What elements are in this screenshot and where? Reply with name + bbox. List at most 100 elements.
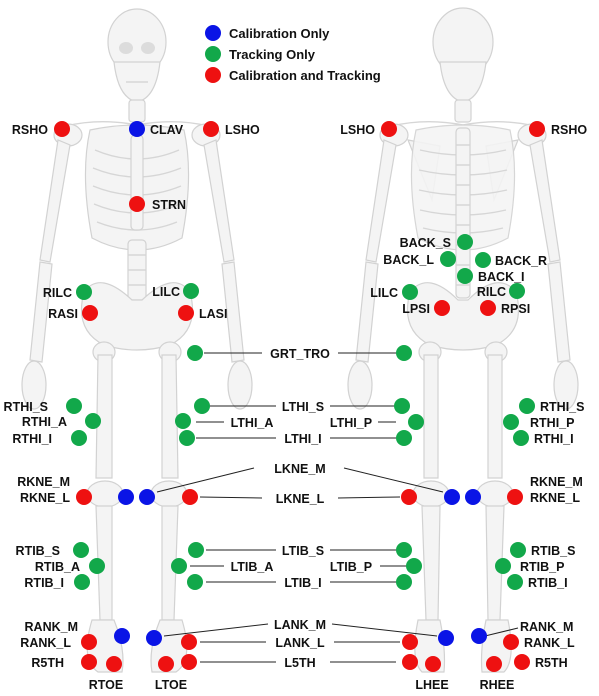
marker-label-back-rkne-l: RKNE_L (530, 491, 580, 505)
marker-dot-front-rkne-l (76, 489, 92, 505)
center-label-lthi-i: LTHI_I (284, 432, 321, 446)
marker-label-back-back-l: BACK_L (383, 253, 434, 267)
marker-dot-front-rthi-s (66, 398, 82, 414)
marker-dot-back-rtib-i (507, 574, 523, 590)
center-label-ltib-p: LTIB_P (330, 560, 372, 574)
marker-dot-front-rthi-i (71, 430, 87, 446)
marker-label-back-rsho: RSHO (551, 123, 587, 137)
marker-dot-back-lsho (381, 121, 397, 137)
marker-dot-back-r5th (514, 654, 530, 670)
marker-label-front-rank-m: RANK_M (25, 620, 78, 634)
marker-dot-back-lilc (402, 284, 418, 300)
marker-dot-front-rtoe (106, 656, 122, 672)
marker-dot-back-lank-m (438, 630, 454, 646)
marker-dot-back-rilc (509, 283, 525, 299)
marker-dot-back-ltib-i (396, 574, 412, 590)
marker-dot-front-lkne-m (139, 489, 155, 505)
marker-label-back-rkne-m: RKNE_M (530, 475, 583, 489)
legend-dot-calibration (205, 25, 221, 41)
marker-label-front-r5th: R5TH (31, 656, 64, 670)
marker-label-front-rthi-i: RTHI_I (12, 432, 52, 446)
marker-label-front-ltoe: LTOE (155, 678, 187, 692)
marker-label-front-rilc: RILC (43, 286, 72, 300)
marker-dot-front-lthi-i (179, 430, 195, 446)
marker-dot-front-rkne-m (118, 489, 134, 505)
marker-dot-back-ltib-p (406, 558, 422, 574)
marker-dot-back-rsho (529, 121, 545, 137)
marker-dot-front-rilc (76, 284, 92, 300)
marker-dot-front-rank-m (114, 628, 130, 644)
marker-dot-front-lank-l (181, 634, 197, 650)
marker-dot-back-back-s (457, 234, 473, 250)
marker-label-front-rtib-a: RTIB_A (35, 560, 80, 574)
marker-dot-back-lthi-i (396, 430, 412, 446)
marker-label-back-lhee: LHEE (415, 678, 448, 692)
marker-label-back-rank-l: RANK_L (524, 636, 575, 650)
marker-label-back-rtib-p: RTIB_P (520, 560, 564, 574)
center-label-lthi-a: LTHI_A (231, 416, 274, 430)
marker-label-front-rank-l: RANK_L (20, 636, 71, 650)
marker-dot-front-l5th (181, 654, 197, 670)
marker-dot-front-strn (129, 196, 145, 212)
marker-dot-back-back-r (475, 252, 491, 268)
marker-label-back-lsho: LSHO (340, 123, 375, 137)
legend-item-both: Calibration and Tracking (205, 67, 381, 83)
marker-dot-back-lhee (425, 656, 441, 672)
marker-dot-front-rthi-a (85, 413, 101, 429)
marker-dot-back-rkne-m (465, 489, 481, 505)
marker-dot-back-grt-tro (396, 345, 412, 361)
marker-label-front-lilc: LILC (152, 285, 180, 299)
marker-dot-front-rtib-s (73, 542, 89, 558)
marker-dot-front-rsho (54, 121, 70, 137)
marker-label-back-rthi-s: RTHI_S (540, 400, 584, 414)
marker-label-back-rhee: RHEE (480, 678, 515, 692)
marker-dot-back-rtib-s (510, 542, 526, 558)
marker-dot-back-rpsi (480, 300, 496, 316)
marker-label-front-rthi-s: RTHI_S (4, 400, 48, 414)
center-label-lank-l: LANK_L (275, 636, 325, 650)
marker-label-front-rtoe: RTOE (89, 678, 124, 692)
marker-label-back-lpsi: LPSI (402, 302, 430, 316)
marker-label-back-rpsi: RPSI (501, 302, 530, 316)
marker-dot-back-lpsi (434, 300, 450, 316)
marker-dot-front-lilc (183, 283, 199, 299)
marker-dot-back-lank-l (402, 634, 418, 650)
center-label-grt-tro: GRT_TRO (270, 347, 330, 361)
marker-label-back-rtib-s: RTIB_S (531, 544, 575, 558)
marker-label-back-back-i: BACK_I (478, 270, 525, 284)
legend: Calibration Only Tracking Only Calibrati… (205, 25, 381, 83)
marker-label-front-strn: STRN (152, 198, 186, 212)
marker-dot-back-rthi-i (513, 430, 529, 446)
legend-label-calibration: Calibration Only (229, 26, 330, 41)
marker-dot-back-rkne-l (507, 489, 523, 505)
marker-label-back-rthi-p: RTHI_P (530, 416, 574, 430)
marker-dot-front-grt-tro (187, 345, 203, 361)
marker-label-back-rank-m: RANK_M (520, 620, 573, 634)
marker-dot-front-ltoe (158, 656, 174, 672)
legend-dot-both (205, 67, 221, 83)
back-markers: LSHO RSHO BACK_S BACK_L BACK_R BACK_I LI… (340, 121, 587, 692)
marker-label-back-back-s: BACK_S (400, 236, 451, 250)
marker-dot-back-rthi-s (519, 398, 535, 414)
center-label-ltib-s: LTIB_S (282, 544, 324, 558)
center-label-lthi-s: LTHI_S (282, 400, 324, 414)
marker-dot-front-ltib-i (187, 574, 203, 590)
center-label-lkne-l: LKNE_L (276, 492, 325, 506)
marker-dot-front-lasi (178, 305, 194, 321)
marker-dot-back-l5th (402, 654, 418, 670)
marker-dot-front-rtib-a (89, 558, 105, 574)
marker-dot-back-rtib-p (495, 558, 511, 574)
marker-dot-back-rank-m (471, 628, 487, 644)
marker-dot-back-rank-l (503, 634, 519, 650)
marker-dot-back-lkne-l (401, 489, 417, 505)
marker-dot-back-rthi-p (503, 414, 519, 430)
marker-label-front-lsho: LSHO (225, 123, 260, 137)
legend-label-both: Calibration and Tracking (229, 68, 381, 83)
connector-lines (156, 352, 519, 663)
marker-dot-front-rtib-i (74, 574, 90, 590)
marker-label-front-rthi-a: RTHI_A (22, 415, 67, 429)
marker-label-back-rilc: RILC (477, 285, 506, 299)
marker-dot-back-back-i (457, 268, 473, 284)
marker-label-back-lilc: LILC (370, 286, 398, 300)
